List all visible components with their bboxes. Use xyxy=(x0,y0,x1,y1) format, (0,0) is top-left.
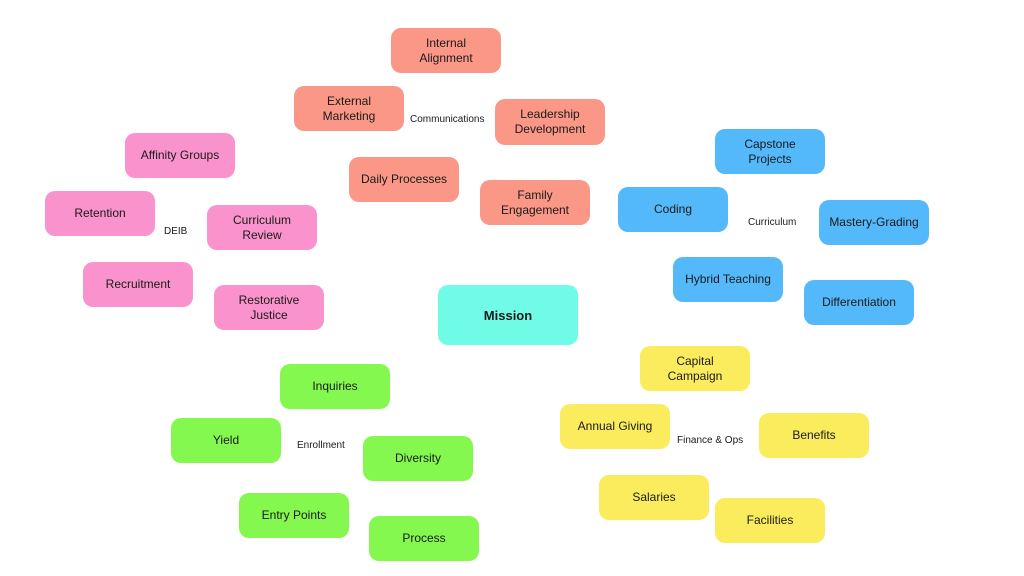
node-recruitment[interactable]: Recruitment xyxy=(83,262,193,307)
node-diversity[interactable]: Diversity xyxy=(363,436,473,481)
mission-node[interactable]: Mission xyxy=(438,285,578,345)
node-salaries[interactable]: Salaries xyxy=(599,475,709,520)
deib-label: DEIB xyxy=(164,226,188,237)
node-differentiation[interactable]: Differentiation xyxy=(804,280,914,325)
node-process[interactable]: Process xyxy=(369,516,479,561)
node-hybrid-teaching[interactable]: Hybrid Teaching xyxy=(673,257,783,302)
node-yield[interactable]: Yield xyxy=(171,418,281,463)
node-coding[interactable]: Coding xyxy=(618,187,728,232)
node-curriculum-review[interactable]: Curriculum Review xyxy=(207,205,317,250)
node-entry-points[interactable]: Entry Points xyxy=(239,493,349,538)
node-capstone-projects[interactable]: Capstone Projects xyxy=(715,129,825,174)
enrollment-label: Enrollment xyxy=(297,440,345,451)
node-restorative-justice[interactable]: Restorative Justice xyxy=(214,285,324,330)
node-annual-giving[interactable]: Annual Giving xyxy=(560,404,670,449)
node-family-engagement[interactable]: Family Engagement xyxy=(480,180,590,225)
node-benefits[interactable]: Benefits xyxy=(759,413,869,458)
finance-ops-label: Finance & Ops xyxy=(677,435,744,446)
node-mastery-grading[interactable]: Mastery-Grading xyxy=(819,200,929,245)
curriculum-label: Curriculum xyxy=(748,217,797,228)
node-daily-processes[interactable]: Daily Processes xyxy=(349,157,459,202)
node-facilities[interactable]: Facilities xyxy=(715,498,825,543)
node-affinity-groups[interactable]: Affinity Groups xyxy=(125,133,235,178)
node-internal-alignment[interactable]: Internal Alignment xyxy=(391,28,501,73)
node-external-marketing[interactable]: External Marketing xyxy=(294,86,404,131)
node-inquiries[interactable]: Inquiries xyxy=(280,364,390,409)
node-leadership-development[interactable]: Leadership Development xyxy=(495,99,605,145)
node-capital-campaign[interactable]: Capital Campaign xyxy=(640,346,750,391)
node-retention[interactable]: Retention xyxy=(45,191,155,236)
communications-label: Communications xyxy=(410,114,485,125)
